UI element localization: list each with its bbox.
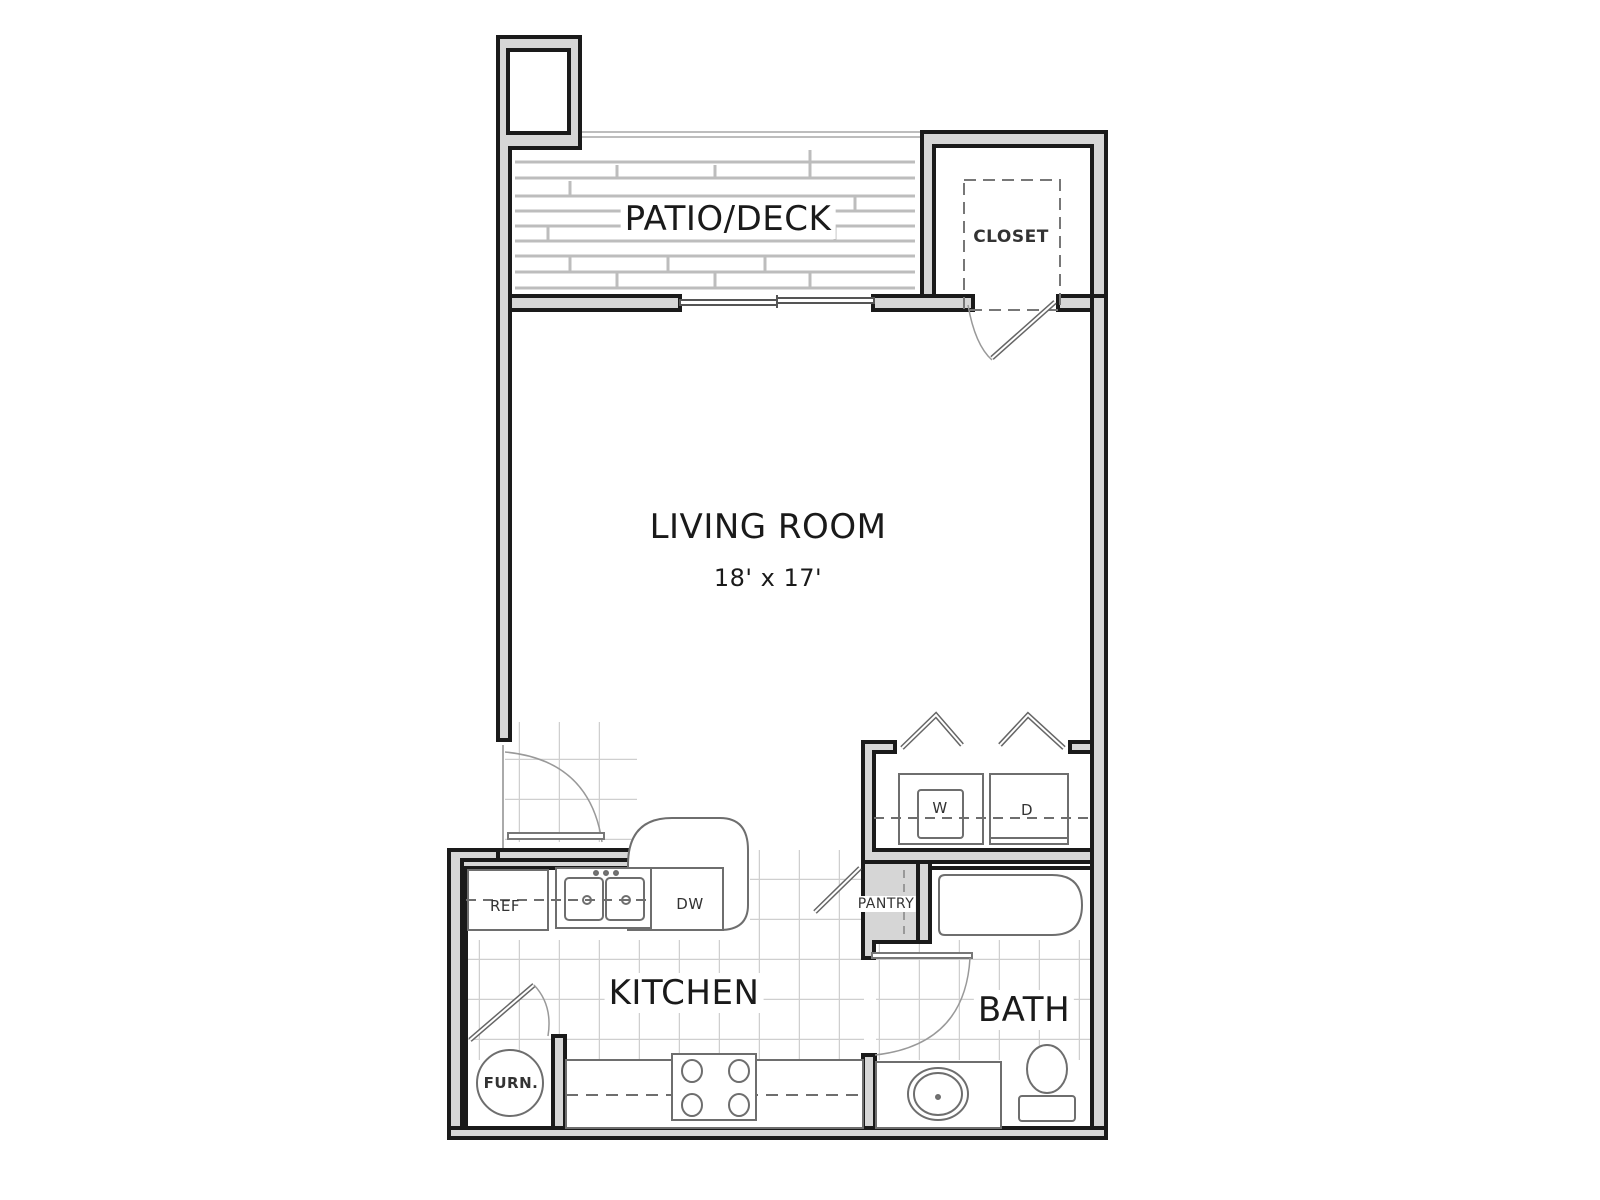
kitchen-fixtures — [466, 817, 864, 1129]
dishwasher-label: DW — [676, 895, 704, 913]
refrigerator-label: REF — [489, 897, 521, 915]
living-room-label: LIVING ROOM — [649, 507, 887, 547]
closet-wall — [920, 130, 1108, 300]
bath-fixtures — [871, 874, 1084, 1129]
washer-dryer — [874, 773, 1092, 845]
laundry-wall — [861, 740, 1094, 864]
furnace-closet — [468, 983, 550, 1117]
sliding-patio-door — [679, 295, 875, 308]
entry-door — [502, 745, 605, 848]
dryer-label: D — [1020, 801, 1034, 819]
kitchen-tile-floor — [466, 850, 864, 1060]
walls — [447, 35, 1108, 1140]
bath-wall — [861, 1053, 877, 1138]
laundry-bifold-doors — [900, 711, 1066, 750]
furnace-label: FURN. — [483, 1074, 539, 1092]
dishwasher — [650, 867, 724, 931]
bathtub — [938, 874, 1084, 936]
patio-wall-left — [508, 294, 682, 312]
pantry-label: PANTRY — [856, 896, 916, 912]
right-exterior-wall — [1090, 294, 1108, 1138]
toilet-bowl — [1026, 1044, 1068, 1094]
furnace — [476, 1049, 544, 1117]
dryer — [989, 773, 1069, 845]
living-room-dimensions: 18' x 17' — [713, 564, 823, 592]
bath-label: BATH — [973, 990, 1075, 1030]
closet-label: CLOSET — [973, 227, 1049, 247]
patio-label: PATIO/DECK — [620, 199, 836, 239]
closet-door — [963, 179, 1061, 361]
washer-label: W — [932, 799, 948, 817]
toilet-tank — [1018, 1095, 1076, 1122]
patio-wall-right — [871, 294, 975, 312]
entry-tile-floor — [505, 722, 637, 842]
kitchen-label: KITCHEN — [604, 973, 764, 1013]
